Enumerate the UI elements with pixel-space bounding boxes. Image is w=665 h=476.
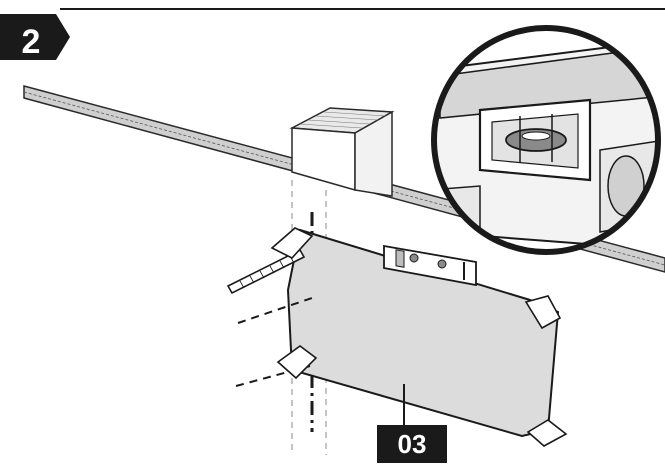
wall-bracket-icon: [270, 227, 568, 447]
step-number: 2: [21, 23, 41, 61]
zoom-detail-icon: [431, 25, 661, 255]
step-badge: 2: [0, 8, 70, 66]
part-label: 03: [377, 425, 447, 463]
wall-block: [289, 107, 395, 197]
spirit-level-icon: [383, 244, 477, 287]
step-badge-shape: [0, 14, 70, 60]
